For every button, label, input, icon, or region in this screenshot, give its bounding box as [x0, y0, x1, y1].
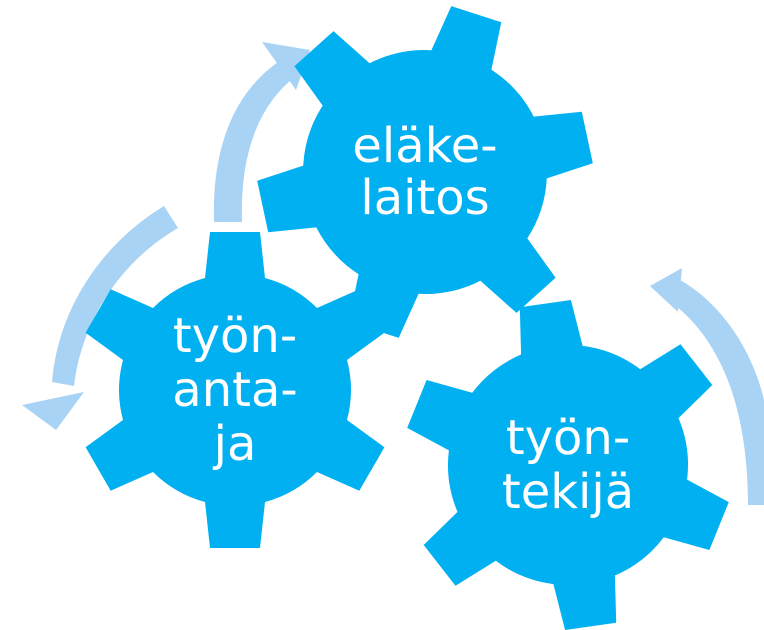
cycle-arrow-up-band — [213, 62, 296, 222]
cycle-arrow-right — [650, 268, 764, 505]
gear-elakelaitos-label-line-2: laitos — [360, 170, 489, 226]
cycle-arrow-up-head — [262, 42, 310, 90]
gear-elakelaitos-label-line-1: eläke- — [352, 118, 497, 174]
gear-tyonantaja-shape — [85, 232, 385, 548]
gear-tyonantaja-label-line-3: ja — [213, 416, 257, 472]
gear-elakelaitos-shape — [257, 6, 593, 338]
arrows-layer — [22, 42, 764, 505]
gear-tyontekija-label-line-2: tekijä — [502, 464, 634, 520]
cycle-arrow-up — [213, 42, 310, 222]
gear-tyontekija-shape — [407, 300, 729, 630]
gear-tyonantaja: työn-anta-ja — [85, 232, 385, 548]
cycle-arrow-right-head — [650, 268, 682, 312]
cycle-arrow-left-band — [52, 206, 178, 386]
gear-tyontekija: työn-tekijä — [407, 300, 729, 630]
gear-tyonantaja-label-line-2: anta- — [172, 362, 297, 418]
cycle-arrow-left — [22, 206, 178, 430]
gear-tyonantaja-label-line-1: työn- — [173, 308, 297, 364]
gear-tyontekija-label-line-1: työn- — [506, 410, 630, 466]
cycle-arrow-left-head — [22, 392, 84, 430]
gear-elakelaitos: eläke-laitos — [257, 6, 593, 338]
